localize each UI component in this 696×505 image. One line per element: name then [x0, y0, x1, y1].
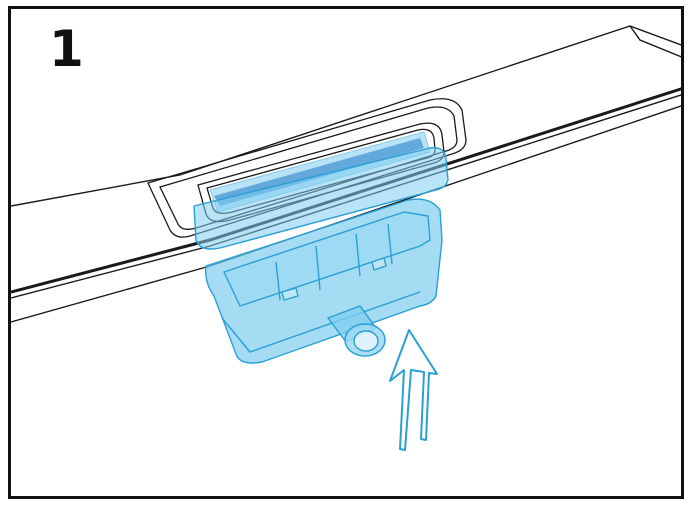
- step-number: 1: [49, 20, 84, 78]
- insert-arrow: [389, 329, 438, 451]
- drain-box: [193, 147, 449, 364]
- outlet-pipe: [326, 305, 386, 357]
